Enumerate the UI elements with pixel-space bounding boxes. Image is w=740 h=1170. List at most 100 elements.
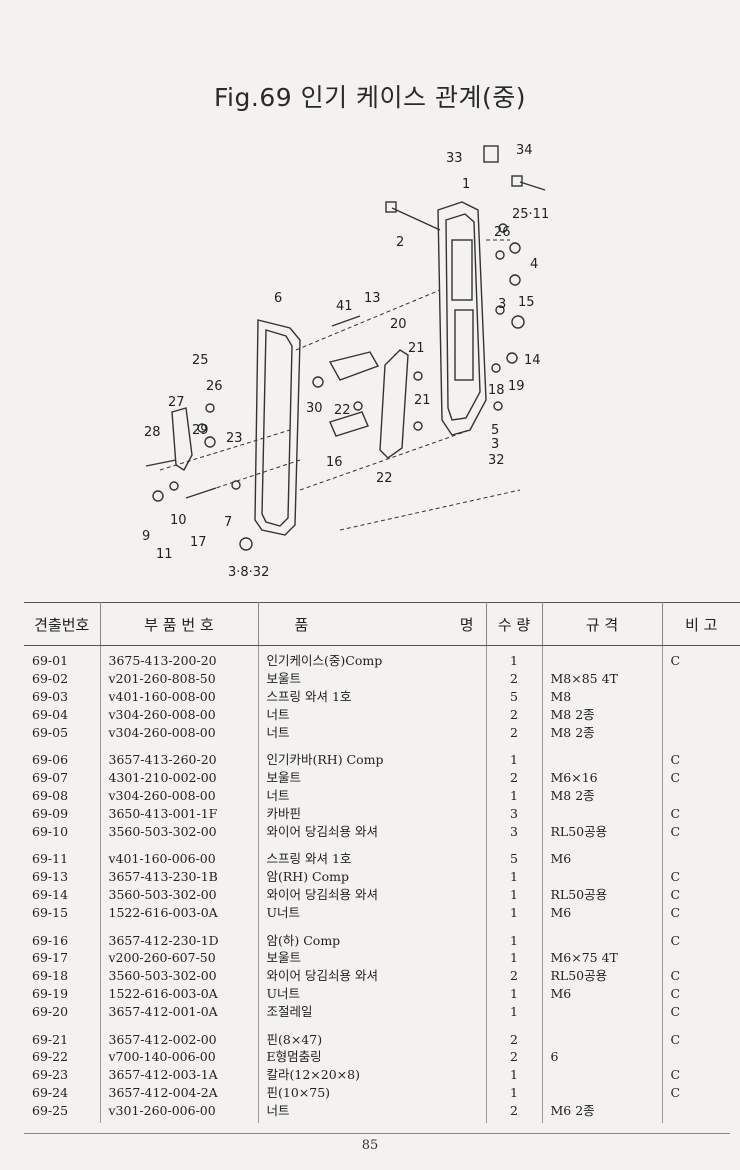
cell-spec: M6 2종	[542, 1101, 663, 1124]
cell-name: 보울트	[258, 768, 487, 787]
cell-qty: 2	[486, 705, 543, 724]
callout-label: 27	[168, 395, 185, 410]
exploded-parts-diagram: 1 2 3 4 5 6 7 9 10 11 13 14 15 16 17 18 …	[142, 143, 549, 580]
callout-label: 6	[274, 291, 282, 306]
cell-spec: M8 2종	[542, 723, 663, 745]
cell-qty: 1	[486, 867, 543, 886]
callout-label: 25	[192, 353, 209, 368]
cell-note: C	[670, 1084, 681, 1100]
cell-ref: 69-19	[24, 984, 101, 1003]
callout-label: 20	[390, 317, 407, 332]
cell-note: C	[670, 752, 681, 768]
cell-part-no: v304-260-008-00	[100, 705, 259, 724]
cell-name: 보울트	[258, 948, 487, 967]
callout-label: 3	[498, 297, 506, 312]
callout-label: 7	[224, 515, 232, 530]
cell-qty: 1	[486, 645, 543, 670]
cell-qty: 2	[486, 723, 543, 745]
callout-label: 4	[530, 257, 538, 272]
cell-ref: 69-04	[24, 705, 101, 724]
cell-name: 너트	[258, 786, 487, 805]
cell-note: C	[670, 805, 681, 821]
callout-label: 21	[414, 393, 431, 408]
cell-part-no: v304-260-008-00	[100, 723, 259, 745]
cell-qty: 1	[486, 885, 543, 904]
cell-note	[662, 949, 740, 967]
callout-label: 29	[192, 423, 209, 438]
cell-spec: M6	[542, 843, 663, 868]
cell-note: C	[670, 653, 681, 669]
cell-part-no: v301-260-006-00	[100, 1101, 259, 1124]
cell-spec	[542, 867, 663, 886]
cell-spec: M6	[542, 984, 663, 1003]
cell-part-no: v200-260-607-50	[100, 948, 259, 967]
figure-title: Fig.69 인기 케이스 관계(중)	[214, 83, 526, 112]
cell-note: C	[670, 904, 681, 920]
cell-name: 스프링 와셔 1호	[258, 687, 487, 706]
cell-spec	[542, 1002, 663, 1025]
cell-note	[662, 787, 740, 805]
cell-note: C	[670, 968, 681, 984]
cell-spec: M6	[542, 903, 663, 926]
callout-label: 16	[326, 455, 343, 470]
cell-ref: 69-23	[24, 1065, 101, 1084]
callout-label: 19	[508, 379, 525, 394]
callout-label: 11	[156, 547, 173, 562]
callout-label: 34	[516, 143, 533, 158]
cell-name: 핀(8×47)	[258, 1024, 487, 1048]
cell-name: 핀(10×75)	[258, 1083, 487, 1102]
cell-ref: 69-24	[24, 1083, 101, 1102]
cell-part-no: v304-260-008-00	[100, 786, 259, 805]
cell-part-no: 1522-616-003-0A	[100, 903, 259, 926]
cell-qty: 1	[486, 1002, 543, 1025]
callout-label: 26	[206, 379, 223, 394]
callout-label: 22	[334, 403, 351, 418]
cell-qty: 3	[486, 822, 543, 844]
cell-qty: 2	[486, 1101, 543, 1124]
cell-name: 스프링 와셔 1호	[258, 843, 487, 868]
cell-note: C	[670, 770, 681, 786]
cell-note: C	[670, 1003, 681, 1019]
cell-spec: RL50공용	[542, 885, 663, 904]
cell-qty: 1	[486, 744, 543, 769]
cell-note: C	[670, 823, 681, 839]
cell-note: C	[670, 932, 681, 948]
cell-note: C	[670, 886, 681, 902]
cell-ref: 69-17	[24, 948, 101, 967]
header-part-no: 부 품 번 호	[100, 602, 259, 646]
callout-label: 9	[142, 529, 150, 544]
cell-qty: 1	[486, 925, 543, 949]
cell-ref: 69-11	[24, 843, 101, 868]
cell-part-no: 3560-503-302-00	[100, 822, 259, 844]
cell-name: 너트	[258, 705, 487, 724]
callout-label: 15	[518, 295, 535, 310]
cell-note	[662, 670, 740, 688]
cell-note	[662, 688, 740, 706]
cell-part-no: 3657-412-003-1A	[100, 1065, 259, 1084]
cell-name: 너트	[258, 723, 487, 745]
cell-spec: M8	[542, 687, 663, 706]
callout-label: 3	[491, 437, 499, 452]
callout-label: 32	[488, 453, 505, 468]
cell-name: 인기카바(RH) Comp	[258, 744, 487, 769]
diagram-drawing	[145, 145, 546, 551]
bottom-rule	[24, 1133, 730, 1134]
cell-spec: M6×16	[542, 768, 663, 787]
cell-part-no: v201-260-808-50	[100, 669, 259, 688]
cell-part-no: 3675-413-200-20	[100, 645, 259, 670]
callout-label: 23	[226, 431, 243, 446]
